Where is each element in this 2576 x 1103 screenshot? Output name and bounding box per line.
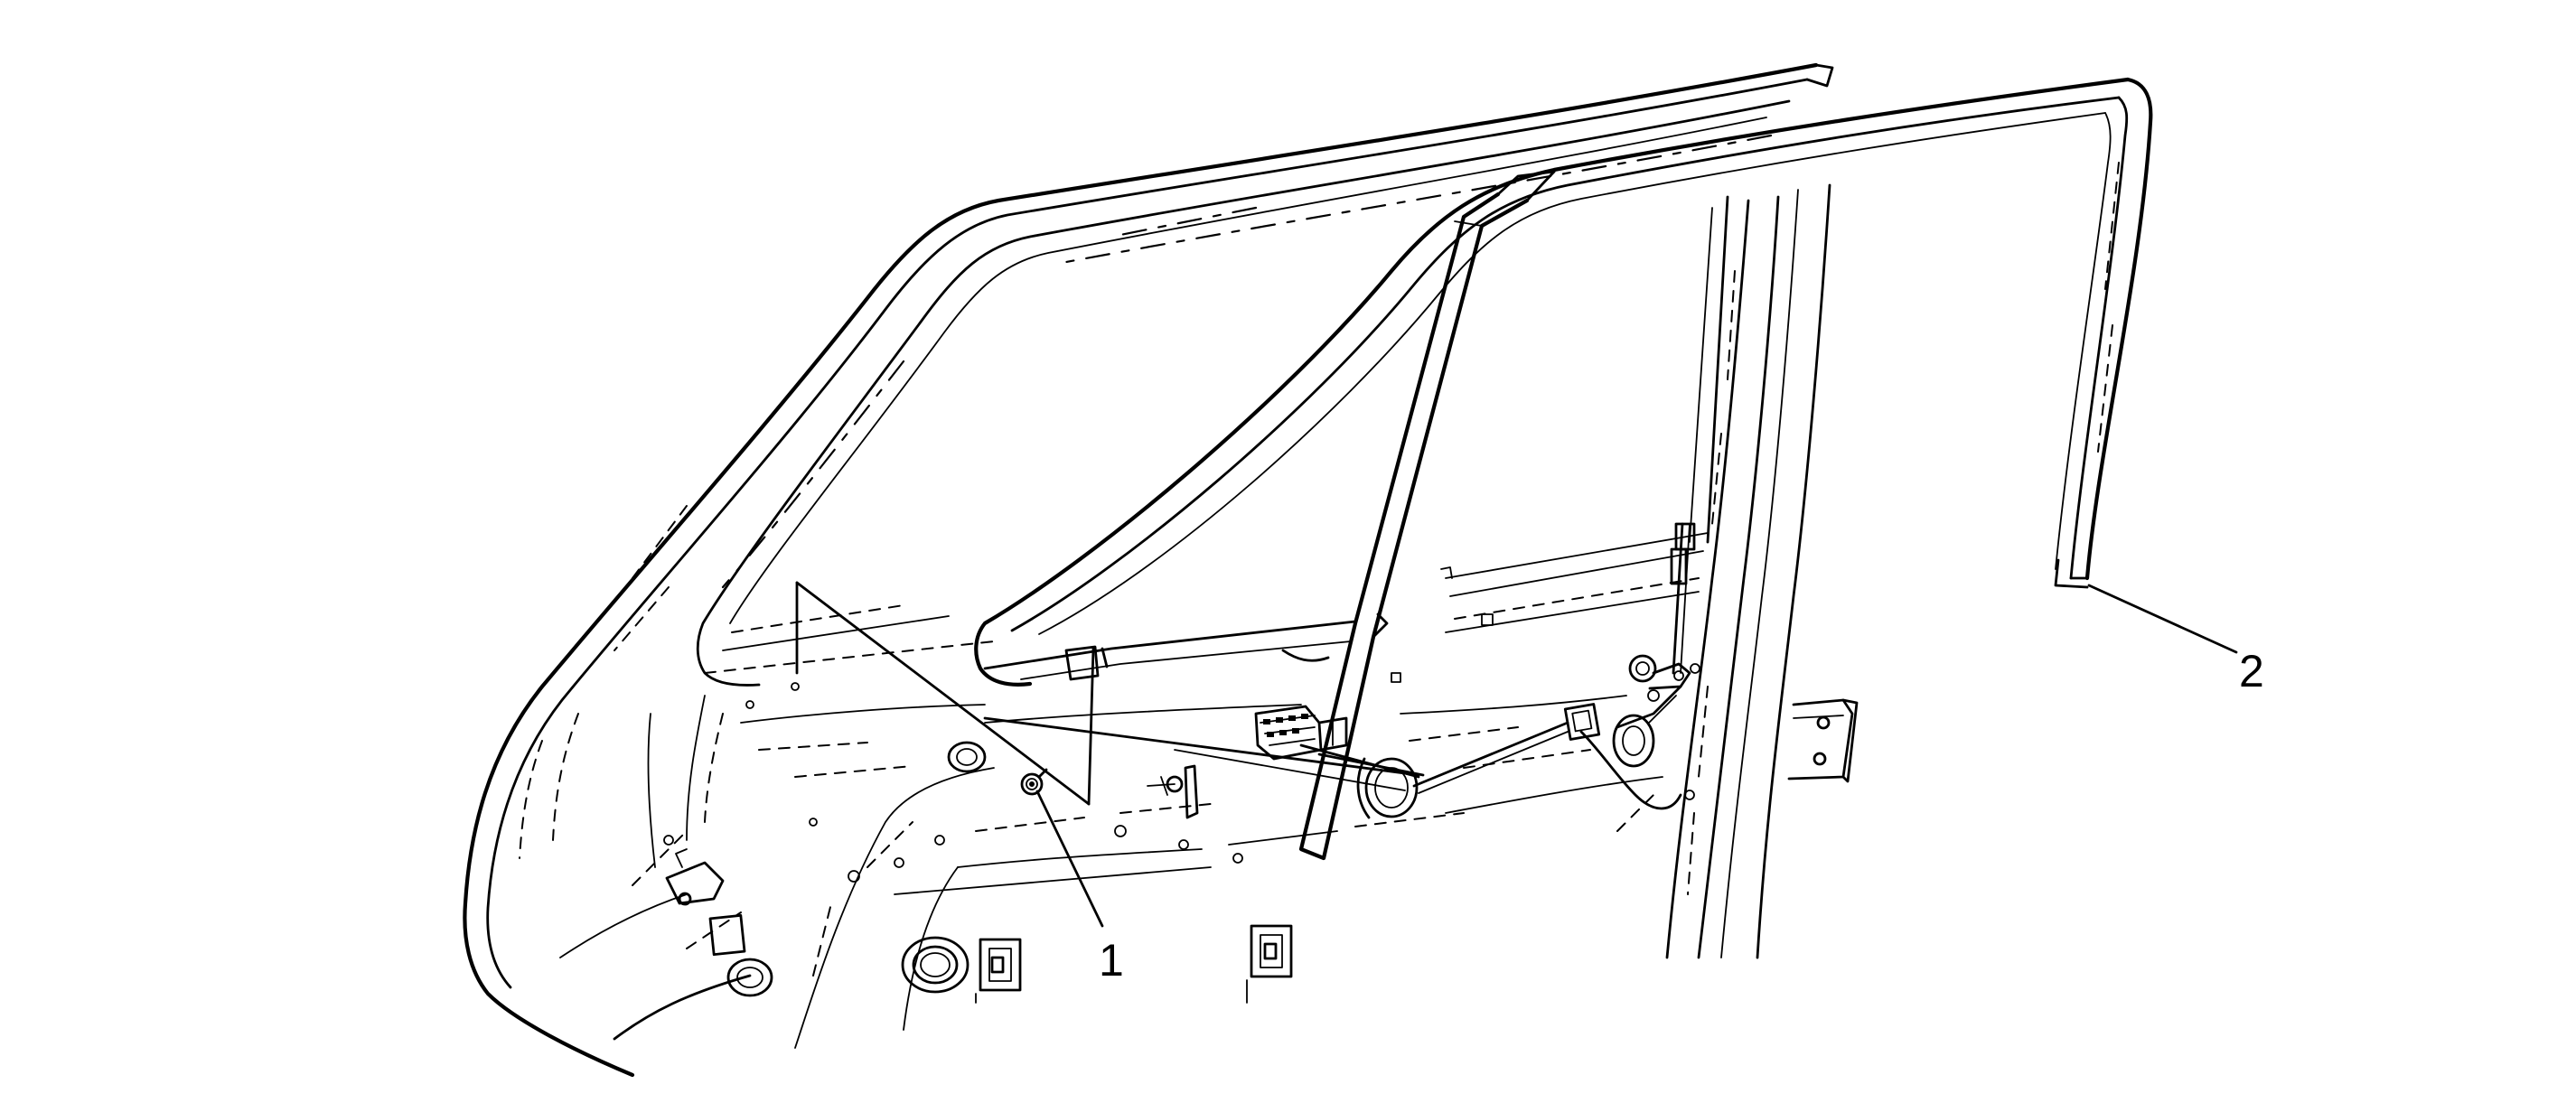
callout-1: 1 <box>1035 790 1124 986</box>
door-rear-panel <box>1665 183 1859 959</box>
leader-bracket <box>795 581 1425 806</box>
inner-door-panel <box>559 532 1709 1049</box>
callout-1-label: 1 <box>1099 935 1124 986</box>
callout-2-label: 2 <box>2239 646 2264 696</box>
callout-2: 2 <box>2087 584 2264 696</box>
door-lock-linkage <box>1174 522 1696 794</box>
outer-door-frame <box>463 62 1834 1078</box>
window-run-channel <box>974 77 2153 861</box>
